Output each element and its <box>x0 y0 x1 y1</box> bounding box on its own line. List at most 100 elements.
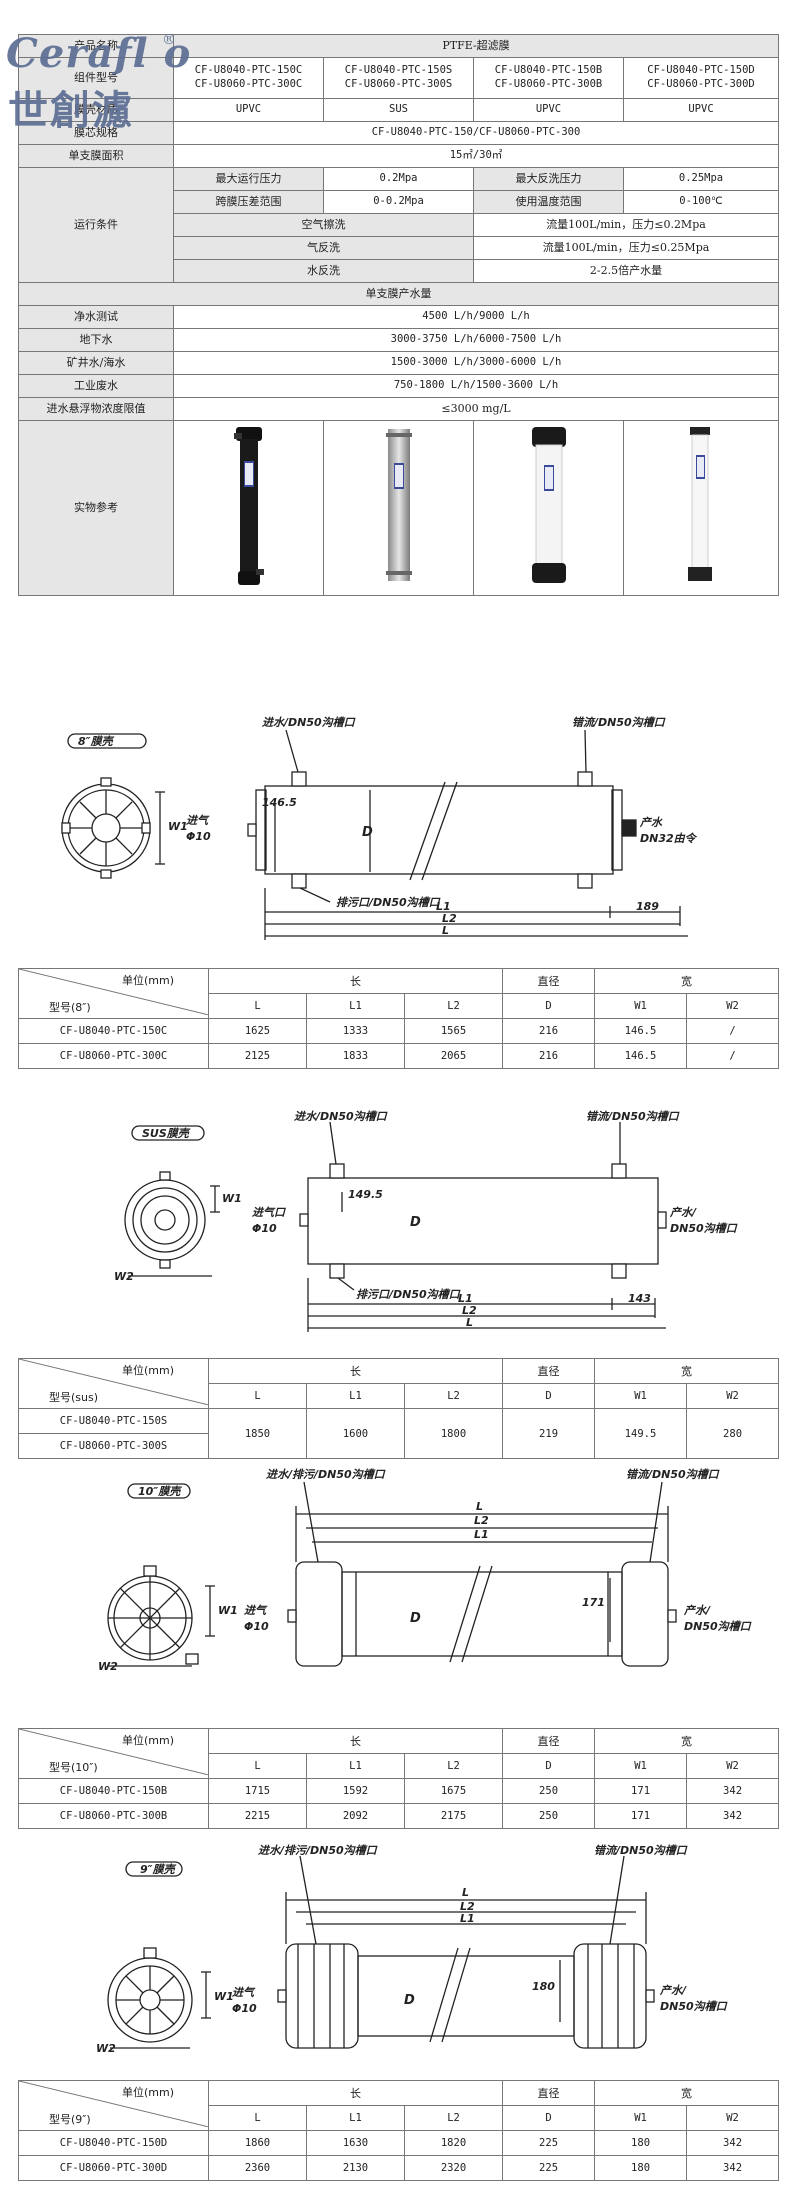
photo-membrane-black <box>173 419 324 597</box>
product-label: 产品名称 <box>18 34 174 58</box>
drain-label: 排污口/DN50沟槽口 <box>336 896 441 909</box>
temp-label: 使用温度范围 <box>473 190 624 214</box>
concentrate-label: 错流/DN50沟槽口 <box>586 1110 680 1123</box>
water-back-label: 水反洗 <box>173 259 474 283</box>
col-header: W1 <box>594 993 688 1019</box>
water-back-value: 2-2.5倍产水量 <box>472 259 780 283</box>
inlet-label: 进水/排污/DN50沟槽口 <box>258 1844 378 1857</box>
drain-label: 排污口/DN50沟槽口 <box>356 1288 461 1301</box>
dim-w1: W1 <box>168 820 188 833</box>
header-width: 宽 <box>594 968 780 994</box>
air-label: 进气 <box>244 1604 268 1617</box>
col-header: L2 <box>403 993 504 1019</box>
header-diameter: 直径 <box>502 968 596 994</box>
dim-l: L <box>476 1500 483 1513</box>
header-length: 长 <box>207 968 504 994</box>
col-header: L2 <box>403 2105 504 2131</box>
outlet-size-label: DN50沟槽口 <box>660 2000 728 2013</box>
col-header: W2 <box>686 993 780 1019</box>
inlet-label: 进水/DN50沟槽口 <box>294 1110 388 1123</box>
col-header: D <box>502 1383 596 1409</box>
outlet-label: 产水/ <box>683 1604 711 1617</box>
air-label: 进气 <box>232 1986 256 1999</box>
vessel-body <box>264 785 614 875</box>
max-back-value: 0.25Mpa <box>622 167 780 191</box>
col-header: W1 <box>594 1383 688 1409</box>
col-header: L2 <box>403 1753 504 1779</box>
dim-l2: L2 <box>474 1514 489 1527</box>
air-label: 进气口 <box>252 1206 286 1219</box>
shell-label: 膜壳材质 <box>18 98 174 122</box>
dim-w1: W1 <box>222 1192 242 1205</box>
model-label: 组件型号 <box>18 57 174 99</box>
yield-label: 进水悬浮物浓度限值 <box>18 397 174 421</box>
dim-189: 189 <box>636 900 659 913</box>
table-corner: 单位(mm) 型号(9″) <box>18 2080 209 2131</box>
max-back-label: 最大反洗压力 <box>473 167 624 191</box>
table-corner: 单位(mm) 型号(10″) <box>18 1728 209 1779</box>
end-cap-left <box>285 1943 359 2049</box>
diagram-9in: 9″膜壳 进水/排污/DN50沟槽口 错流/DN50沟槽口 进气 Φ10 产水/… <box>0 1842 800 2072</box>
dim-d: D <box>362 825 373 840</box>
dim-l1: L1 <box>436 900 451 913</box>
dim-w1: W1 <box>214 1990 234 2003</box>
col-header: W2 <box>686 2105 780 2131</box>
tmp-value: 0-0.2Mpa <box>323 190 474 214</box>
dim-l1: L1 <box>458 1292 473 1305</box>
dim-143: 143 <box>628 1292 651 1305</box>
dim-table-9in: 单位(mm) 型号(9″) 长 直径 宽 L L1 L2 D W1 W2 CF-… <box>18 2080 780 2181</box>
air-scour-value: 流量100L/min，压力≤0.2Mpa <box>472 213 780 237</box>
area-label: 单支膜面积 <box>18 144 174 168</box>
max-pressure-value: 0.2Mpa <box>323 167 474 191</box>
concentrate-label: 错流/DN50沟槽口 <box>572 716 666 729</box>
yield-value: 3000-3750 L/h/6000-7500 L/h <box>172 328 780 352</box>
outlet-label: 产水/ <box>659 1984 687 1997</box>
dim-table-sus: 单位(mm) 型号(sus) 长 直径 宽 L L1 L2 D W1 W2 CF… <box>18 1358 780 1459</box>
dim-w2: W2 <box>98 1660 118 1673</box>
col-header: L <box>208 993 307 1019</box>
air-back-label: 气反洗 <box>173 236 474 260</box>
yield-label: 地下水 <box>18 328 174 352</box>
outlet-size-label: DN32由令 <box>640 832 698 845</box>
yield-value: ≤3000 mg/L <box>172 397 780 421</box>
inlet-label: 进水/排污/DN50沟槽口 <box>266 1468 386 1481</box>
photo-membrane-upvc-d <box>622 419 780 597</box>
yield-value: 750-1800 L/h/1500-3600 L/h <box>172 374 780 398</box>
shell-cell: UPVC <box>173 98 324 122</box>
diagram-sus: SUS膜壳 进水/DN50沟槽口 错流/DN50沟槽口 进气口 Φ10 产水/ … <box>0 1108 800 1340</box>
col-header: L1 <box>306 2105 405 2131</box>
header-width: 宽 <box>594 2080 780 2106</box>
shell-cell: UPVC <box>622 98 780 122</box>
concentrate-label: 错流/DN50沟槽口 <box>626 1468 720 1481</box>
header-diameter: 直径 <box>502 1358 596 1384</box>
dim-146: 146.5 <box>262 796 297 809</box>
photo-label: 实物参考 <box>18 419 174 597</box>
header-length: 长 <box>207 2080 504 2106</box>
yield-value: 1500-3000 L/h/3000-6000 L/h <box>172 351 780 375</box>
col-header: W1 <box>594 2105 688 2131</box>
col-header: L1 <box>306 1383 405 1409</box>
table-row: CF-U8060-PTC-300S <box>18 1433 779 1459</box>
air-size-label: Φ10 <box>232 2002 257 2015</box>
diagram-tag: SUS膜壳 <box>142 1127 191 1140</box>
area-value: 15㎡/30㎡ <box>172 144 780 168</box>
header-width: 宽 <box>594 1728 780 1754</box>
dim-table-10in: 单位(mm) 型号(10″) 长 直径 宽 L L1 L2 D W1 W2 CF… <box>18 1728 780 1829</box>
dim-l2: L2 <box>460 1900 475 1913</box>
col-header: D <box>502 2105 596 2131</box>
product-value: PTFE-超滤膜 <box>172 34 780 58</box>
air-back-value: 流量100L/min，压力≤0.25Mpa <box>472 236 780 260</box>
col-header: W2 <box>686 1753 780 1779</box>
yield-label: 工业废水 <box>18 374 174 398</box>
outlet-label: 产水/ <box>669 1206 697 1219</box>
col-header: W1 <box>594 1753 688 1779</box>
air-size-label: Φ10 <box>186 830 211 843</box>
